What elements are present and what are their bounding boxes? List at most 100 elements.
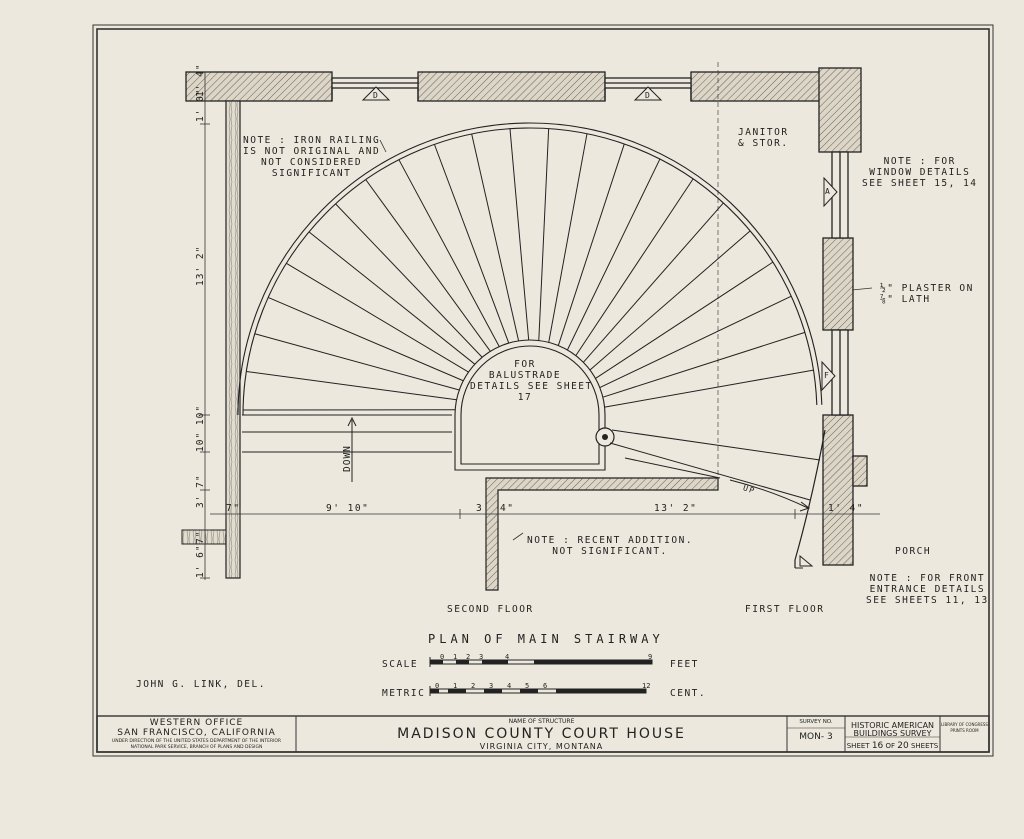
metric-label: METRIC [382,688,426,699]
scale-tick-label: 6 [543,682,548,690]
newel-post-center [602,434,608,440]
label-down: DOWN [342,445,353,472]
stair-tread [471,133,520,341]
scale-tick-label: 1 [453,682,458,690]
stair-tread [509,128,530,341]
tb-habs-2: BUILDINGS SURVEY [853,729,932,738]
stair-tread [566,158,661,351]
stair-tread [595,261,774,379]
window-tag-f-letter: F [824,371,831,380]
scale-tick-label: 5 [525,682,530,690]
scale-bar-metric [429,686,647,696]
scale-tick-label: 12 [642,682,651,690]
dim-h-9ft10: 9' 10" [326,503,370,514]
stair-tread [254,333,460,391]
dim-v-13ft2: 13' 2" [195,245,206,286]
spiral-stair [237,122,823,501]
stair-tread [604,369,814,408]
window-tag-f [821,360,836,392]
window-tag-a [823,176,838,208]
scale-tick-label: 4 [507,682,512,690]
dim-h-13ft2: 13' 2" [654,503,698,514]
tb-city: SAN FRANCISCO, CALIFORNIA [117,728,276,738]
dim-h-4in: 4" [500,503,515,514]
scale-bar-feet [429,657,653,667]
stair-tread [575,178,694,356]
stair-tread [365,179,491,352]
scale-label: SCALE [382,659,419,670]
scale-tick-label: 3 [479,653,484,661]
scale-tick-label: 9 [648,653,653,661]
stair-tread [548,133,588,343]
outer-border [92,24,994,757]
stair-tread [599,295,792,389]
tb-location: VIRGINIA CITY, MONTANA [479,742,604,751]
metric-unit: CENT. [670,688,707,699]
window-tag-d-2 [633,86,663,101]
stair-tread [557,143,625,346]
stair-tread [602,331,806,398]
landing-treads [242,414,452,453]
dim-v-1ft0: 1' 0" [195,88,206,122]
scale-tick-label: 2 [466,653,471,661]
stair-tread [433,144,510,344]
tb-survey-no: MON- 3 [799,732,833,742]
dim-v-7in: 7" [195,530,206,544]
dim-h-7in: 7" [226,503,241,514]
entrance-curve [794,429,826,568]
scale-tick-label: 4 [505,653,510,661]
label-second-floor: SECOND FLOOR [447,604,534,615]
stair-rail-arc [242,127,818,416]
delineator: JOHN G. LINK, DEL. [136,679,266,690]
tb-survey-label: SURVEY NO. [799,719,833,725]
dim-v-10in: 10" 10" [195,404,206,452]
tb-structure: MADISON COUNTY COURT HOUSE [397,726,686,742]
scale-tick-label: 3 [489,682,494,690]
top-wall [185,71,824,102]
label-porch: PORCH [895,546,932,557]
stair-tread [589,230,751,371]
tb-dept-1: UNDER DIRECTION OF THE UNITED STATES DEP… [111,739,282,744]
window-tag-d-2-letter: D [645,91,652,100]
scale-tick-label: 2 [471,682,476,690]
tb-habs-1: HISTORIC AMERICAN [850,721,935,730]
note-janitor-storage: JANITOR& STOR. [738,127,789,149]
dim-h-3ft: 3' [476,503,491,514]
stair-tread [335,203,483,358]
stair-tread [398,159,500,347]
window-tag-a-letter: A [825,187,832,196]
stair-tread [582,202,724,363]
window-tag-d-1-letter: D [373,91,380,100]
stair-winders [609,429,821,501]
tb-sheet: SHEET 16 OF 20 SHEETS [846,741,939,751]
stair-well [460,345,600,465]
title-block [96,715,990,753]
window-tag-d-1 [361,86,391,101]
drawing-title: PLAN OF MAIN STAIRWAY [428,632,664,646]
dimension-lines [200,71,880,580]
scale-tick-label: 1 [453,653,458,661]
scale-unit: FEET [670,659,699,670]
scale-tick-label: 0 [435,682,440,690]
stair-tread [538,128,550,341]
tb-loc-1: LIBRARY OF CONGRESS [941,722,988,727]
stair-tread [267,296,464,382]
tb-dept-2: NATIONAL PARK SERVICE, BRANCH OF PLANS A… [130,745,263,750]
scale-tick-label: 0 [440,653,445,661]
left-wall [225,100,241,579]
recent-addition-wall [485,477,719,591]
stair-tread [308,231,476,365]
tb-name-label: NAME OF STRUCTURE [508,718,575,725]
down-arrow-icon [347,416,357,482]
dim-v-3ft7: 3' 7" [195,474,206,508]
stair-tread [246,370,457,401]
dim-h-1ft4: 1' 4" [828,503,865,514]
up-arrow-icon [729,479,811,512]
tb-office: WESTERN OFFICE [149,718,244,728]
